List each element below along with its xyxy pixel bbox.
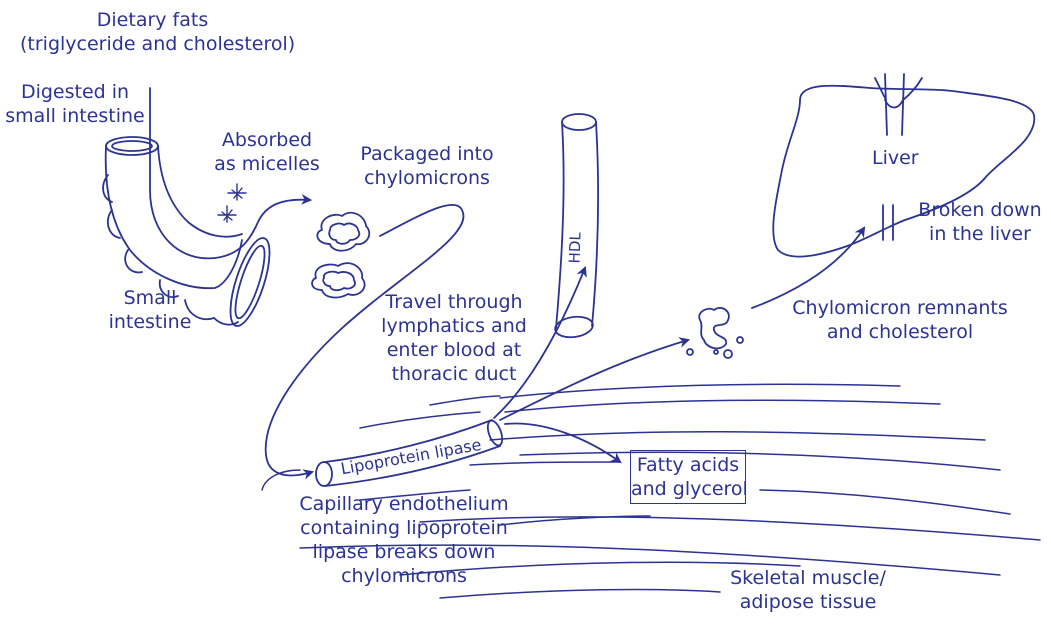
micelle-sparks [218, 184, 246, 222]
arrow-to-fatty-acids [505, 423, 620, 462]
liver-label: Liver [872, 146, 919, 170]
absorbed-label: Absorbed as micelles [202, 128, 332, 176]
packaged-label: Packaged into chylomicrons [352, 142, 502, 190]
hdl-label: HDL [565, 231, 584, 263]
skeletal-label: Skeletal muscle/ adipose tissue [720, 566, 896, 614]
remnants-label: Chylomicron remnants and cholesterol [790, 296, 1010, 344]
travel-label: Travel through lymphatics and enter bloo… [374, 290, 534, 386]
hdl-vessel [554, 114, 598, 340]
dietary-fats-label: Dietary fats (triglyceride and cholester… [20, 8, 285, 56]
digested-label: Digested in small intestine [0, 80, 150, 128]
chylomicron-remnant [687, 308, 743, 358]
fatty-acids-box: Fatty acids and glycerol [630, 450, 746, 504]
small-intestine-label: Small intestine [95, 286, 205, 334]
broken-down-label: Broken down in the liver [912, 198, 1048, 246]
capillary-label: Capillary endothelium containing lipopro… [290, 492, 518, 588]
chylomicron-shapes [312, 213, 369, 298]
